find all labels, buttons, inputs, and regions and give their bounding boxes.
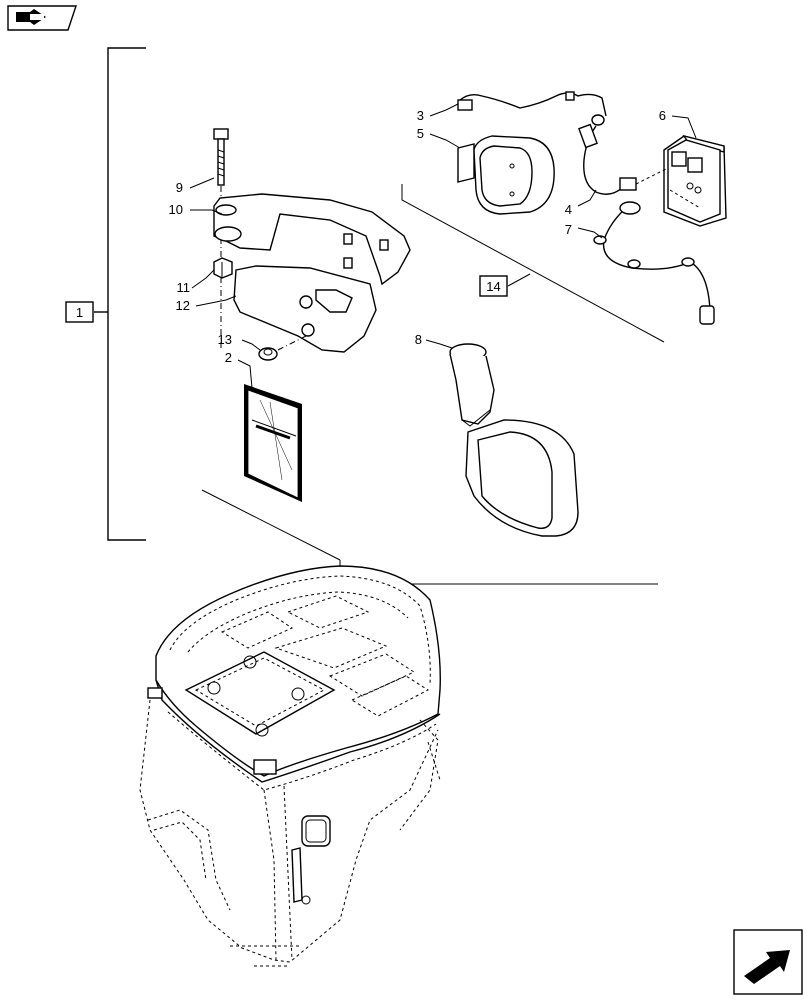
svg-text:1: 1 bbox=[76, 305, 83, 320]
callout-6: 6 bbox=[659, 108, 666, 123]
callout-14: 14 bbox=[401, 184, 665, 343]
callout-2: 2 bbox=[225, 350, 232, 365]
next-page-arrow-icon[interactable] bbox=[733, 929, 803, 995]
right-leaders bbox=[425, 103, 697, 349]
washer-part bbox=[258, 335, 307, 361]
control-unit-part bbox=[635, 134, 727, 227]
callout-13: 13 bbox=[218, 332, 232, 347]
nut-part bbox=[213, 257, 233, 279]
callout-7: 7 bbox=[565, 222, 572, 237]
callout-1: 1 bbox=[65, 301, 94, 323]
callout-5: 5 bbox=[417, 126, 424, 141]
mirror-part bbox=[449, 343, 579, 537]
wire-harness-part bbox=[578, 123, 637, 195]
callout-3: 3 bbox=[417, 108, 424, 123]
callout-11: 11 bbox=[177, 280, 191, 295]
lower-bracket-part bbox=[233, 265, 377, 353]
left-leaders bbox=[189, 177, 261, 389]
callout-8: 8 bbox=[415, 332, 422, 347]
assembly-bracket bbox=[94, 47, 146, 541]
manual-book-part bbox=[244, 384, 302, 502]
callout-10: 10 bbox=[169, 202, 183, 217]
tractor-cab bbox=[139, 565, 441, 967]
mount-bracket-part bbox=[213, 193, 411, 286]
callout-4: 4 bbox=[565, 202, 572, 217]
svg-text:14: 14 bbox=[486, 279, 500, 294]
work-lamp-part bbox=[457, 91, 607, 215]
harness-cable-part bbox=[593, 201, 715, 325]
callout-12: 12 bbox=[176, 298, 190, 313]
callout-9: 9 bbox=[176, 180, 183, 195]
return-arrow-icon[interactable] bbox=[7, 5, 77, 31]
